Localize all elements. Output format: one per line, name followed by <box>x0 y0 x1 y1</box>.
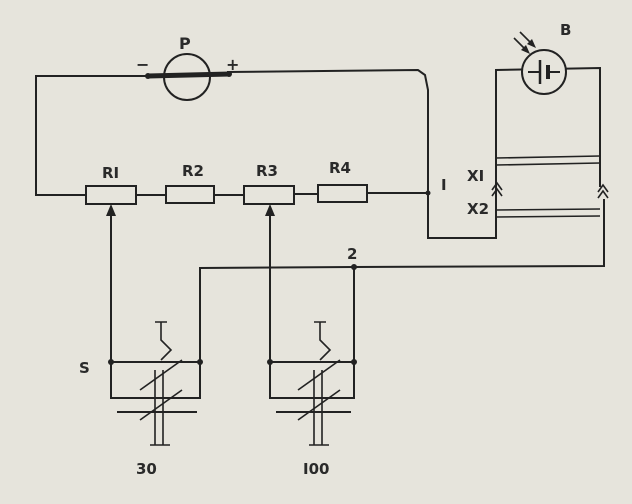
switch-left-value: 30 <box>136 460 157 478</box>
node-1-label: I <box>441 176 447 194</box>
meter-p: P − + <box>136 34 239 101</box>
switch-right-value: I00 <box>303 460 329 478</box>
source-label: B <box>560 21 571 39</box>
r3-label: R3 <box>256 162 278 180</box>
node-2-label: 2 <box>347 245 357 263</box>
wiper-r1 <box>106 204 116 361</box>
resistor-r4 <box>317 184 368 203</box>
resistor-chain: RI R2 R3 R4 <box>35 159 368 205</box>
meter-label: P <box>179 34 191 53</box>
resistor-r1 <box>85 185 137 205</box>
r4-label: R4 <box>329 159 351 177</box>
meter-plus-label: + <box>226 55 239 74</box>
resistor-r3 <box>243 185 295 205</box>
switch-s-left: S 30 <box>79 321 203 478</box>
r1-label: RI <box>102 164 119 182</box>
x2-label: X2 <box>467 200 489 218</box>
resistor-r2 <box>165 185 215 204</box>
node-1: I <box>425 176 447 196</box>
switch-right: I00 <box>267 321 357 478</box>
source-b: B <box>495 21 601 239</box>
top-loop-wires <box>35 68 497 239</box>
r2-label: R2 <box>182 162 204 180</box>
wiper-r3 <box>265 204 275 361</box>
x1-label: XI <box>467 167 484 185</box>
switch-label: S <box>79 359 90 377</box>
connector-x1-x2: XI X2 <box>467 155 609 218</box>
node-2-wiring: 2 <box>199 199 605 363</box>
meter-minus-label: − <box>136 55 149 74</box>
